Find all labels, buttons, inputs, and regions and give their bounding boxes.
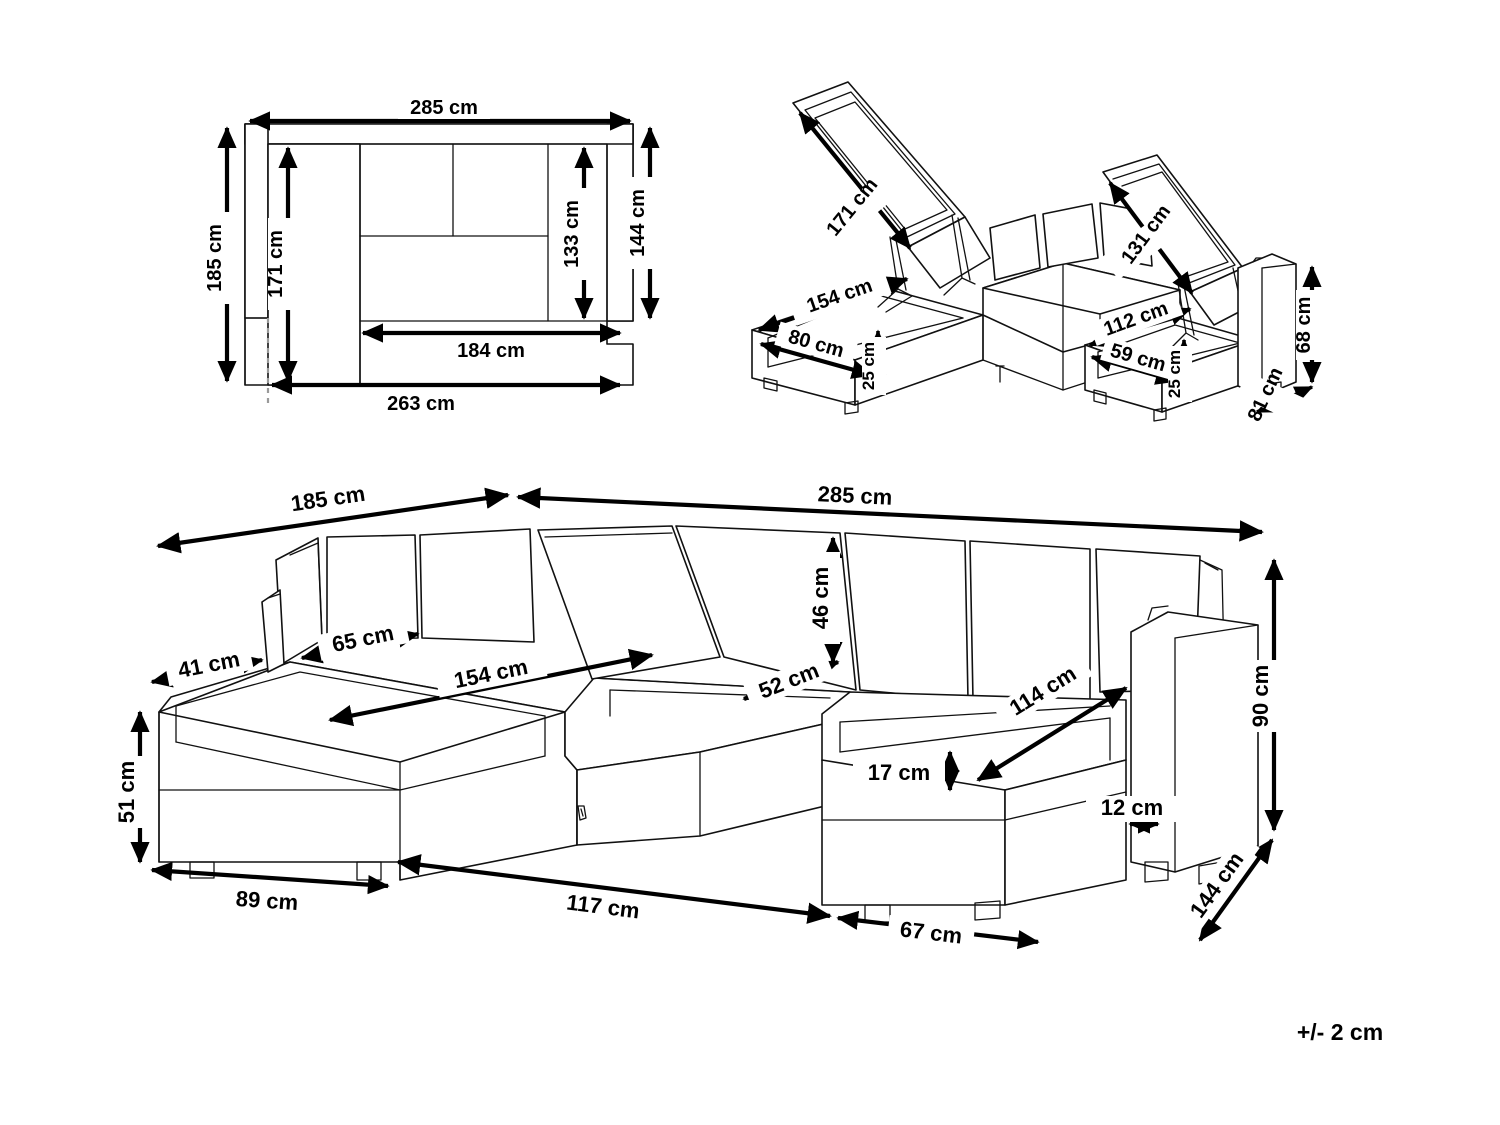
- plan-dim-133-label: 133 cm: [561, 200, 583, 268]
- plan-dim-285: 285 cm: [248, 95, 632, 131]
- storage-dim-68-label: 68 cm: [1293, 297, 1315, 354]
- main-dim-89: 89 cm: [150, 861, 390, 918]
- storage-dim-59: 59 cm: [1090, 336, 1178, 385]
- storage-dim-68: 68 cm: [1293, 265, 1322, 384]
- storage-view-group: 171 cm 154 cm 80 cm 25 cm 131 cm 112 cm: [751, 81, 1322, 425]
- main-dim-12-label: 12 cm: [1101, 795, 1163, 820]
- main-left-backrests: [261, 528, 535, 673]
- plan-dim-171: 171 cm: [265, 146, 298, 383]
- tolerance-note: +/- 2 cm: [1297, 1019, 1383, 1045]
- main-dim-51-label: 51 cm: [114, 761, 139, 823]
- main-dim-117: 117 cm: [396, 854, 832, 927]
- main-dim-51: 51 cm: [114, 710, 150, 864]
- storage-right-arm: [1237, 253, 1297, 397]
- main-dim-285-label: 285 cm: [817, 481, 893, 509]
- main-dim-17-label: 17 cm: [868, 760, 930, 785]
- main-right-chaise: [821, 691, 1127, 923]
- main-dim-17: 17 cm: [853, 750, 960, 792]
- main-dim-46-label: 46 cm: [808, 567, 833, 629]
- main-dim-67: 67 cm: [836, 910, 1040, 951]
- main-dim-285: 285 cm: [516, 480, 1264, 542]
- plan-dim-185: 185 cm: [204, 126, 237, 383]
- plan-dim-285-label: 285 cm: [410, 97, 478, 119]
- tolerance-note-label: +/- 2 cm: [1297, 1019, 1383, 1045]
- main-dim-46: 46 cm: [808, 536, 843, 664]
- plan-dim-184: 184 cm: [361, 323, 622, 362]
- storage-dim-25-right: 25 cm: [1165, 338, 1193, 402]
- main-view-group: 185 cm 285 cm 65 cm 41 cm 154 cm 46 cm: [114, 478, 1284, 951]
- plan-dim-171-label: 171 cm: [265, 230, 287, 298]
- plan-dim-144: 144 cm: [627, 126, 660, 320]
- storage-dim-25-right-label: 25 cm: [1165, 350, 1184, 398]
- storage-dim-81: 81 cm: [1236, 364, 1314, 425]
- main-dim-89-label: 89 cm: [235, 886, 299, 915]
- storage-dim-25-left-label: 25 cm: [859, 342, 878, 390]
- main-dim-90-label: 90 cm: [1248, 665, 1273, 727]
- storage-dim-25-left: 25 cm: [859, 329, 887, 395]
- plan-dim-263-label: 263 cm: [387, 393, 455, 415]
- plan-dim-184-label: 184 cm: [457, 340, 525, 362]
- main-dim-12: 12 cm: [1086, 795, 1178, 834]
- plan-dim-185-label: 185 cm: [204, 224, 226, 292]
- plan-view-group: 285 cm 185 cm 171 cm 133 cm 144 cm: [204, 95, 660, 415]
- plan-dim-144-label: 144 cm: [627, 189, 649, 257]
- plan-dim-263: 263 cm: [270, 375, 622, 415]
- plan-dim-133: 133 cm: [561, 146, 594, 320]
- main-dim-90: 90 cm: [1248, 558, 1284, 832]
- plan-outline: [244, 123, 634, 386]
